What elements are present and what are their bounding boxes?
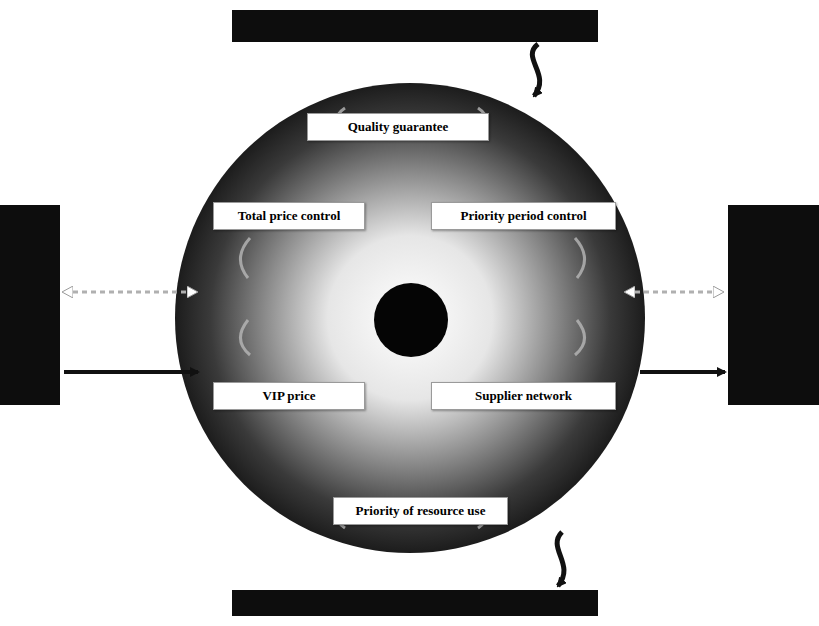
left-panel [0, 205, 60, 405]
bottom-bar [232, 590, 598, 616]
wheel-disc [175, 83, 645, 553]
label-box: Total price control [213, 202, 365, 230]
dashed-double-arrow [64, 291, 196, 294]
top-bar [232, 10, 598, 42]
label-box: Supplier network [431, 382, 616, 410]
label-box: VIP price [213, 382, 365, 410]
label-text: Quality guarantee [348, 119, 449, 135]
curved-arrow [532, 44, 539, 96]
label-box: Priority of resource use [333, 497, 508, 525]
swirl-marks [240, 108, 584, 528]
label-box: Priority period control [431, 202, 616, 230]
label-text: Priority of resource use [356, 503, 486, 519]
hub-circle [374, 283, 448, 357]
label-text: Priority period control [460, 208, 586, 224]
label-text: Supplier network [475, 388, 572, 404]
right-panel [728, 205, 819, 405]
input-arrow [64, 370, 198, 374]
output-arrow [640, 370, 725, 374]
label-text: VIP price [262, 388, 315, 404]
label-box: Quality guarantee [307, 113, 489, 141]
dashed-double-arrow [626, 291, 722, 294]
label-text: Total price control [238, 208, 341, 224]
curved-arrow [557, 532, 564, 586]
